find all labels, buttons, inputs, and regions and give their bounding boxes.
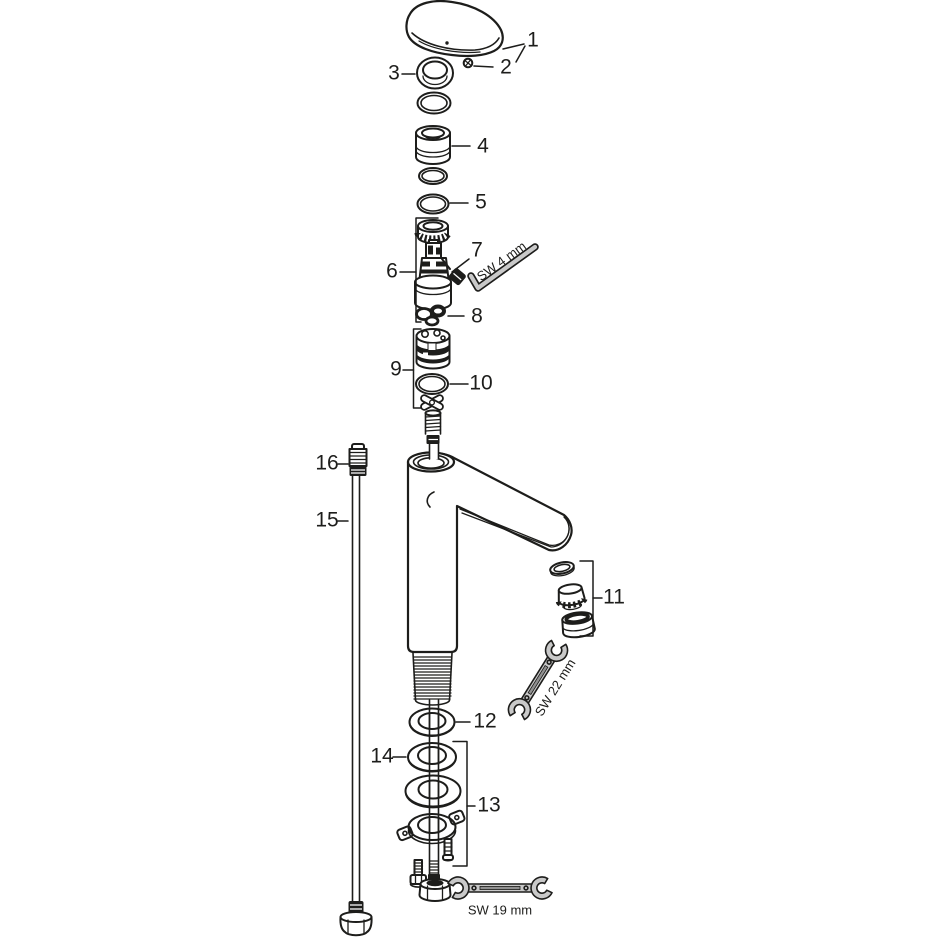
part-star-coupling <box>420 394 444 411</box>
callout-5: 5 <box>475 191 487 214</box>
callout-13: 13 <box>477 794 500 817</box>
wrench-22-icon <box>505 638 571 722</box>
part-hose <box>339 443 373 937</box>
callout-15: 15 <box>315 509 338 532</box>
part-o-ring-10 <box>415 373 449 395</box>
callout-8: 8 <box>471 305 483 328</box>
part-cartridge <box>414 219 452 311</box>
part-grub-screw <box>441 258 466 286</box>
part-ring-14 <box>407 742 457 773</box>
part-washer-13 <box>404 774 462 809</box>
o-ring-a <box>416 91 452 115</box>
callout-11: 11 <box>603 586 625 609</box>
part-sleeve <box>415 125 451 165</box>
allen-key-icon <box>467 243 539 292</box>
callout-7: 7 <box>471 239 483 262</box>
callout-14: 14 <box>370 745 394 768</box>
callout-16: 16 <box>315 452 338 475</box>
callout-6: 6 <box>386 260 398 283</box>
part-mounting-flange <box>396 809 466 862</box>
part-valve <box>415 328 451 370</box>
o-ring-b <box>418 167 448 185</box>
part-handle <box>405 0 504 58</box>
callout-leaders <box>337 43 603 867</box>
callout-12: 12 <box>473 710 496 733</box>
callout-3: 3 <box>388 62 400 85</box>
callout-numbers: 1 2 3 4 5 6 7 8 9 10 11 12 13 14 15 16 <box>315 29 625 817</box>
part-escutcheon-ring <box>416 56 454 90</box>
part-handle-screw <box>462 57 474 69</box>
part-seal-set <box>415 304 446 327</box>
callout-9: 9 <box>390 358 402 381</box>
part-rod-nut <box>418 874 452 902</box>
wrench-19-icon <box>446 873 554 903</box>
callout-4: 4 <box>477 135 489 158</box>
threaded-rod-bottom <box>428 699 440 878</box>
callout-1: 1 <box>527 29 539 52</box>
part-ring-12 <box>408 707 456 737</box>
part-o-ring-5 <box>416 193 450 215</box>
part-aerator-set <box>549 561 596 639</box>
callout-2: 2 <box>500 56 512 79</box>
tool-label-sw19: SW 19 mm <box>468 902 532 917</box>
callout-10: 10 <box>469 372 492 395</box>
pull-rod-top <box>424 409 442 460</box>
